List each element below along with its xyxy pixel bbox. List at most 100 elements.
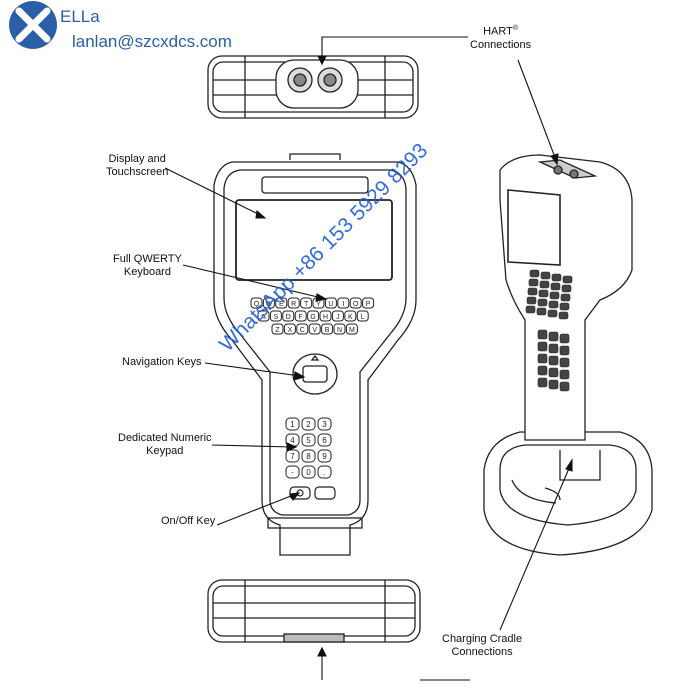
svg-text:3: 3 [322,420,327,429]
key-s: S [269,310,282,322]
key-h: H [319,310,332,322]
numeric-line2: Keypad [146,445,184,457]
perspective-numeric-key [537,365,548,376]
perspective-numeric-key [559,381,570,392]
svg-text:Y: Y [316,301,321,308]
key-q: Q [250,297,263,309]
hart-subtitle: Connections [470,38,532,51]
perspective-numeric-key [537,377,548,388]
numeric-key-8: 9 [317,449,332,463]
key-g: G [307,310,320,322]
perspective-numeric-key [537,353,548,364]
svg-text:-: - [291,468,294,477]
svg-text:B: B [325,327,330,334]
keyboard-line1: Full QWERTY [113,253,182,265]
hart-title: HART [483,25,513,38]
svg-text:1: 1 [290,420,295,429]
svg-text:I: I [342,301,344,308]
perspective-key [528,278,539,287]
perspective-numeric-key [548,379,559,390]
display-line1: Display and [108,153,166,165]
perspective-key [562,275,573,284]
front-view [213,153,417,556]
perspective-key [559,302,570,311]
key-n: N [333,323,346,335]
perspective-numeric-key [537,341,548,352]
numeric-key-10: 0 [301,465,316,479]
key-u: U [324,297,337,309]
cradle-line2: Connections [451,646,513,658]
display-line2: Touchscreen [106,166,169,178]
hart-connections-label: HART® Connections [470,22,531,52]
bottom-view [207,579,421,643]
svg-text:9: 9 [322,452,327,461]
onoff-key-label: On/Off Key [161,515,215,528]
perspective-key [527,287,538,296]
perspective-key [561,284,572,293]
key-a: A [257,310,270,322]
svg-text:7: 7 [290,452,295,461]
keyboard-line2: Keyboard [123,266,171,278]
navigation-keys [302,365,328,383]
perspective-key [560,293,571,302]
numeric-key-0: 1 [285,417,300,431]
svg-text:4: 4 [290,436,295,445]
perspective-numeric-key [559,345,570,356]
key-t: T [300,297,313,309]
x-circle-logo-icon [9,1,57,49]
numeric-key-11: . [317,465,332,479]
key-k: K [344,310,357,322]
svg-text:P: P [366,301,371,308]
svg-text:N: N [337,327,342,334]
svg-text:U: U [328,301,333,308]
perspective-numeric-key [559,357,570,368]
svg-text:V: V [312,327,317,334]
key-w: W [262,297,275,309]
svg-text:.: . [323,468,325,477]
numeric-key-1: 2 [301,417,316,431]
svg-text:5: 5 [306,436,311,445]
perspective-numeric-key [559,369,570,380]
svg-text:6: 6 [322,436,327,445]
perspective-key [525,305,536,314]
svg-text:Q: Q [254,301,260,308]
svg-text:H: H [323,314,328,321]
svg-text:X: X [288,327,293,334]
key-d: D [282,310,295,322]
numeric-key-9: - [285,465,300,479]
perspective-numeric-key [548,367,559,378]
perspective-key [558,311,569,320]
qwerty-keyboard-label: Full QWERTY Keyboard [113,253,182,279]
svg-text:A: A [261,314,266,321]
perspective-key [537,298,548,307]
display-screen [235,199,393,281]
svg-text:G: G [310,314,315,321]
display-screen-perspective [507,189,561,266]
cradle-line1: Charging Cradle [442,633,523,645]
brand-name: ELLa [60,7,100,26]
perspective-key [548,300,559,309]
svg-text:W: W [266,301,273,308]
key-v: V [308,323,321,335]
brand-email: lanlan@szcxdcs.com [72,32,232,51]
perspective-numeric-key [548,355,559,366]
key-m: M [345,323,358,335]
display-touchscreen-label: Display and Touchscreen [106,153,168,179]
svg-text:F: F [299,314,303,321]
svg-text:J: J [336,314,340,321]
perspective-key [538,289,549,298]
callout-lines [164,36,573,681]
key-x: X [283,323,296,335]
numeric-key-5: 6 [317,433,332,447]
svg-text:S: S [274,314,279,321]
svg-text:L: L [361,314,365,321]
perspective-key [536,307,547,316]
top-view [207,55,419,119]
key-o: O [349,297,362,309]
perspective-numeric-key [548,331,559,342]
key-e: E [275,297,288,309]
perspective-numeric-key [548,343,559,354]
numeric-keypad-label: Dedicated Numeric Keypad [118,432,212,458]
